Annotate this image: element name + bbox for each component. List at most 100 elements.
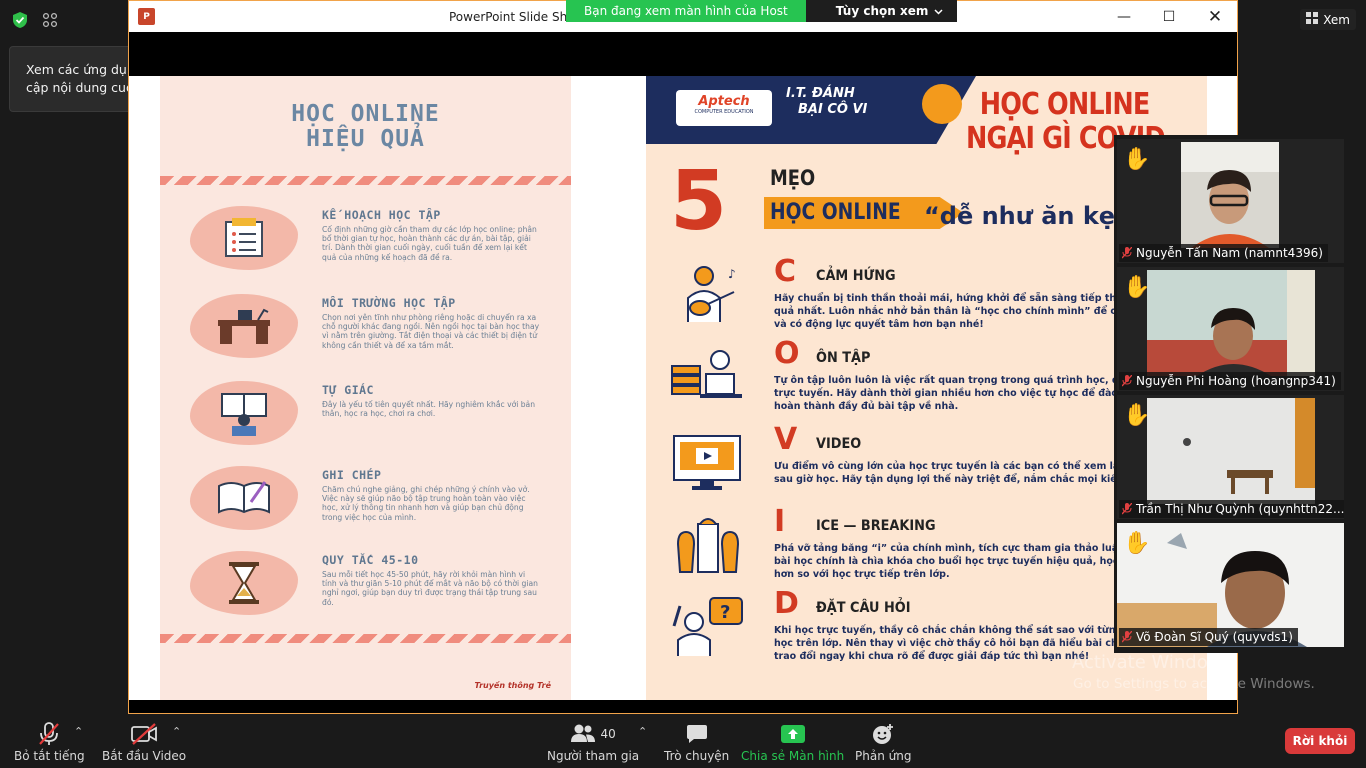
hoc-online-label: HỌC ONLINE: [770, 200, 901, 225]
security-shield-icon[interactable]: [8, 8, 32, 32]
hoc-online-ribbon: HỌC ONLINE: [764, 197, 964, 229]
unmute-button[interactable]: Bỏ tắt tiếng: [14, 719, 85, 763]
ppt-title: PowerPoint Slide Show: [449, 10, 585, 24]
participants-icon-wrap: 40: [570, 719, 616, 749]
view-button[interactable]: Xem: [1300, 9, 1356, 30]
li-heading: MÔI TRƯỜNG HỌC TẬP: [322, 296, 456, 310]
mic-muted-icon: [1121, 502, 1133, 515]
student-reading-icon: [190, 381, 298, 445]
participants-button[interactable]: 40 Người tham gia: [547, 719, 639, 763]
chevron-down-icon: [934, 4, 943, 18]
video-options-caret-icon[interactable]: ⌃: [172, 725, 182, 738]
participants-label: Người tham gia: [547, 749, 640, 763]
minimize-icon[interactable]: —: [1117, 9, 1131, 25]
mic-muted-icon: [1121, 246, 1133, 259]
share-banner: Bạn đang xem màn hình của Host Tùy chọn …: [566, 0, 958, 22]
it-slogan-line1: I.T. ĐÁNH: [786, 86, 855, 101]
participant-gallery: ✋ Nguyễn Tấn Nam (namnt4396) ✋ Nguyễn Ph…: [1114, 135, 1344, 653]
participant-tile[interactable]: ✋ Nguyễn Tấn Nam (namnt4396): [1117, 139, 1344, 263]
li-heading: KẾ HOẠCH HỌC TẬP: [322, 208, 441, 222]
start-video-button[interactable]: Bắt đầu Video: [102, 719, 186, 763]
brand-logo: Truyền thông Trẻ: [474, 681, 551, 690]
list-item: QUY TẮC 45-10 Sau mỗi tiết học 45-50 phú…: [160, 551, 571, 629]
item-letter: I: [774, 504, 786, 539]
participant-tile[interactable]: ✋ Nguyễn Phi Hoàng (hoangnp341): [1117, 267, 1344, 391]
desk-icon: [190, 294, 298, 358]
participants-caret-icon[interactable]: ⌃: [638, 725, 648, 738]
list-item: MÔI TRƯỜNG HỌC TẬP Chọn nơi yên tĩnh như…: [160, 294, 571, 372]
five-numeral: 5: [670, 154, 728, 249]
li-body: Chăm chú nghe giảng, ghi chép những ý ch…: [322, 485, 530, 522]
aptech-label: Aptech: [698, 94, 750, 109]
view-options-label: Tùy chọn xem: [835, 4, 929, 18]
item-body: Phá vỡ tảng băng “i” của chính mình, tíc…: [774, 543, 1203, 580]
share-screen-button[interactable]: Chia sẻ Màn hình: [741, 719, 844, 763]
tips-label: MẸO: [770, 166, 816, 190]
participant-count: 40: [600, 727, 616, 741]
hourglass-icon: [190, 551, 298, 615]
li-heading: QUY TẮC 45-10: [322, 553, 419, 567]
item-heading: ÔN TẬP: [816, 350, 871, 366]
li-body: Đây là yếu tố tiên quyết nhất. Hãy nghiê…: [322, 400, 536, 419]
list-item: TỰ GIÁC Đây là yếu tố tiên quyết nhất. H…: [160, 381, 571, 459]
left-title-line2: HIỆU QUẢ: [306, 126, 425, 152]
aptech-logo: Aptech COMPUTER EDUCATION: [676, 90, 772, 126]
list-item: ♪ C CẢM HỨNG Hãy chuẩn bị tinh thần thoả…: [646, 254, 1207, 338]
participant-namebar: Võ Đoàn Sĩ Quý (quyvds1): [1119, 628, 1298, 646]
svg-text:?: ?: [720, 602, 730, 623]
reactions-button[interactable]: Phản ứng: [855, 719, 911, 763]
close-icon[interactable]: ✕: [1207, 7, 1223, 27]
it-slogan: I.T. ĐÁNH BẠI CÔ VI: [786, 86, 867, 118]
view-options-button[interactable]: Tùy chọn xem: [805, 0, 958, 22]
participant-video: [1181, 142, 1279, 248]
reactions-label: Phản ứng: [855, 749, 912, 763]
notebook-icon: [190, 466, 298, 530]
share-screen-icon: [780, 719, 805, 749]
participant-namebar: Nguyễn Tấn Nam (namnt4396): [1119, 244, 1328, 262]
list-item: O ÔN TẬP Tự ôn tập luôn luôn là việc rất…: [646, 339, 1207, 420]
participant-tile[interactable]: ✋ Võ Đoàn Sĩ Quý (quyvds1): [1117, 523, 1344, 647]
item-heading: VIDEO: [816, 436, 862, 452]
item-heading: CẢM HỨNG: [816, 268, 896, 284]
left-title: HỌC ONLINE HIỆU QUẢ: [160, 102, 571, 152]
item-letter: C: [774, 254, 797, 289]
left-infographic: HỌC ONLINE HIỆU QUẢ KẾ HOẠCH HỌC TẬP Cố …: [160, 76, 571, 700]
list-item: GHI CHÉP Chăm chú nghe giảng, ghi chép n…: [160, 466, 571, 544]
video-monitor-icon: [670, 432, 746, 492]
li-body: Sau mỗi tiết học 45-50 phút, hãy rời khỏ…: [322, 570, 538, 607]
li-body: Cố định những giờ cần tham dự các lớp họ…: [322, 225, 537, 262]
stripe-divider: [160, 634, 571, 643]
view-grid-icon: [1306, 12, 1319, 27]
shared-screen: P PowerPoint Slide Show — ☐ ✕ HỌC ONLINE…: [128, 0, 1238, 714]
participant-tile[interactable]: ✋ Trần Thị Như Quỳnh (quynhttn22...: [1117, 395, 1344, 519]
apps-grid-icon[interactable]: [38, 8, 62, 32]
participant-name: Võ Đoàn Sĩ Quý (quyvds1): [1136, 630, 1293, 644]
list-item: ? D ĐẶT CÂU HỎI Khi học trực tuyến, thầy…: [646, 586, 1207, 670]
li-heading: GHI CHÉP: [322, 468, 382, 482]
audio-options-caret-icon[interactable]: ⌃: [74, 725, 84, 738]
aptech-sub-label: COMPUTER EDUCATION: [694, 109, 754, 115]
maximize-icon[interactable]: ☐: [1162, 9, 1176, 25]
participant-name: Nguyễn Tấn Nam (namnt4396): [1136, 246, 1323, 260]
raised-hand-icon: ✋: [1123, 275, 1151, 300]
guitar-player-icon: ♪: [670, 264, 746, 324]
item-body: Ưu điểm vô cùng lớn của học trực tuyến l…: [774, 461, 1207, 485]
ri-banner: Aptech COMPUTER EDUCATION I.T. ĐÁNH BẠI …: [646, 76, 1207, 156]
participant-namebar: Trần Thị Như Quỳnh (quynhttn22...: [1119, 500, 1344, 518]
activate-windows-watermark: Activate Windows: [1072, 652, 1232, 673]
chat-button[interactable]: Trò chuyện: [664, 719, 729, 763]
participants-icon: [570, 723, 596, 746]
li-heading: TỰ GIÁC: [322, 383, 374, 397]
stripe-divider: [160, 176, 571, 185]
item-letter: D: [774, 586, 799, 621]
mic-muted-icon: [1121, 630, 1133, 643]
share-screen-label: Chia sẻ Màn hình: [741, 749, 845, 763]
list-item: KẾ HOẠCH HỌC TẬP Cố định những giờ cần t…: [160, 206, 571, 284]
activate-windows-hint: Go to Settings to activate Windows.: [1073, 676, 1315, 692]
raised-hand-icon: ✋: [1123, 403, 1151, 428]
headline-line1: HỌC ONLINE: [979, 87, 1150, 122]
list-item: I ICE — BREAKING Phá vỡ tảng băng “i” củ…: [646, 504, 1207, 588]
participant-video: [1147, 398, 1315, 504]
view-label: Xem: [1323, 12, 1350, 27]
leave-button[interactable]: Rời khỏi: [1285, 728, 1355, 754]
